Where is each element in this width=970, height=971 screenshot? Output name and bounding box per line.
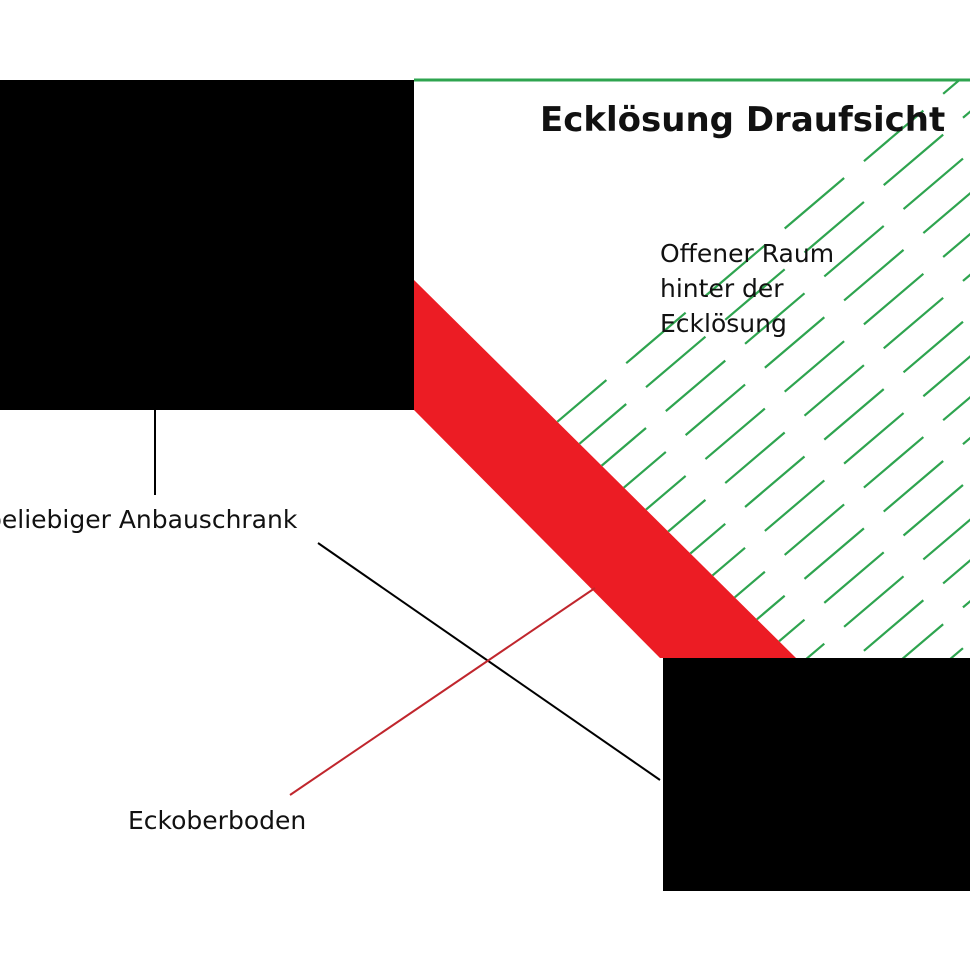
hatch-line bbox=[613, 80, 970, 658]
hatch-line bbox=[949, 80, 970, 658]
hatch-line bbox=[414, 80, 970, 658]
diagram-title: Ecklösung Draufsicht bbox=[540, 100, 945, 140]
cabinet-bottom-right bbox=[663, 658, 970, 891]
hatch-line bbox=[661, 80, 970, 658]
hatch-line bbox=[805, 80, 970, 658]
cabinet-top-left bbox=[0, 80, 414, 410]
hatch-line bbox=[565, 80, 970, 658]
open-space-label: Offener Raum hinter der Ecklösung bbox=[660, 239, 842, 338]
corner-shelf bbox=[414, 280, 796, 658]
open-space-label-line-3: Ecklösung bbox=[660, 309, 787, 338]
corner-shelf-leader-line bbox=[289, 587, 596, 796]
open-space-label-line-2: hinter der bbox=[660, 274, 784, 303]
hatch-line bbox=[414, 80, 970, 658]
corner-shelf-label: Eckoberboden bbox=[128, 806, 306, 835]
cabinet-label: beliebiger Anbauschrank bbox=[0, 505, 298, 534]
hatch-line bbox=[709, 80, 970, 658]
open-space-label-line-1: Offener Raum bbox=[660, 239, 834, 268]
cabinet-leader-line-down bbox=[317, 542, 661, 781]
